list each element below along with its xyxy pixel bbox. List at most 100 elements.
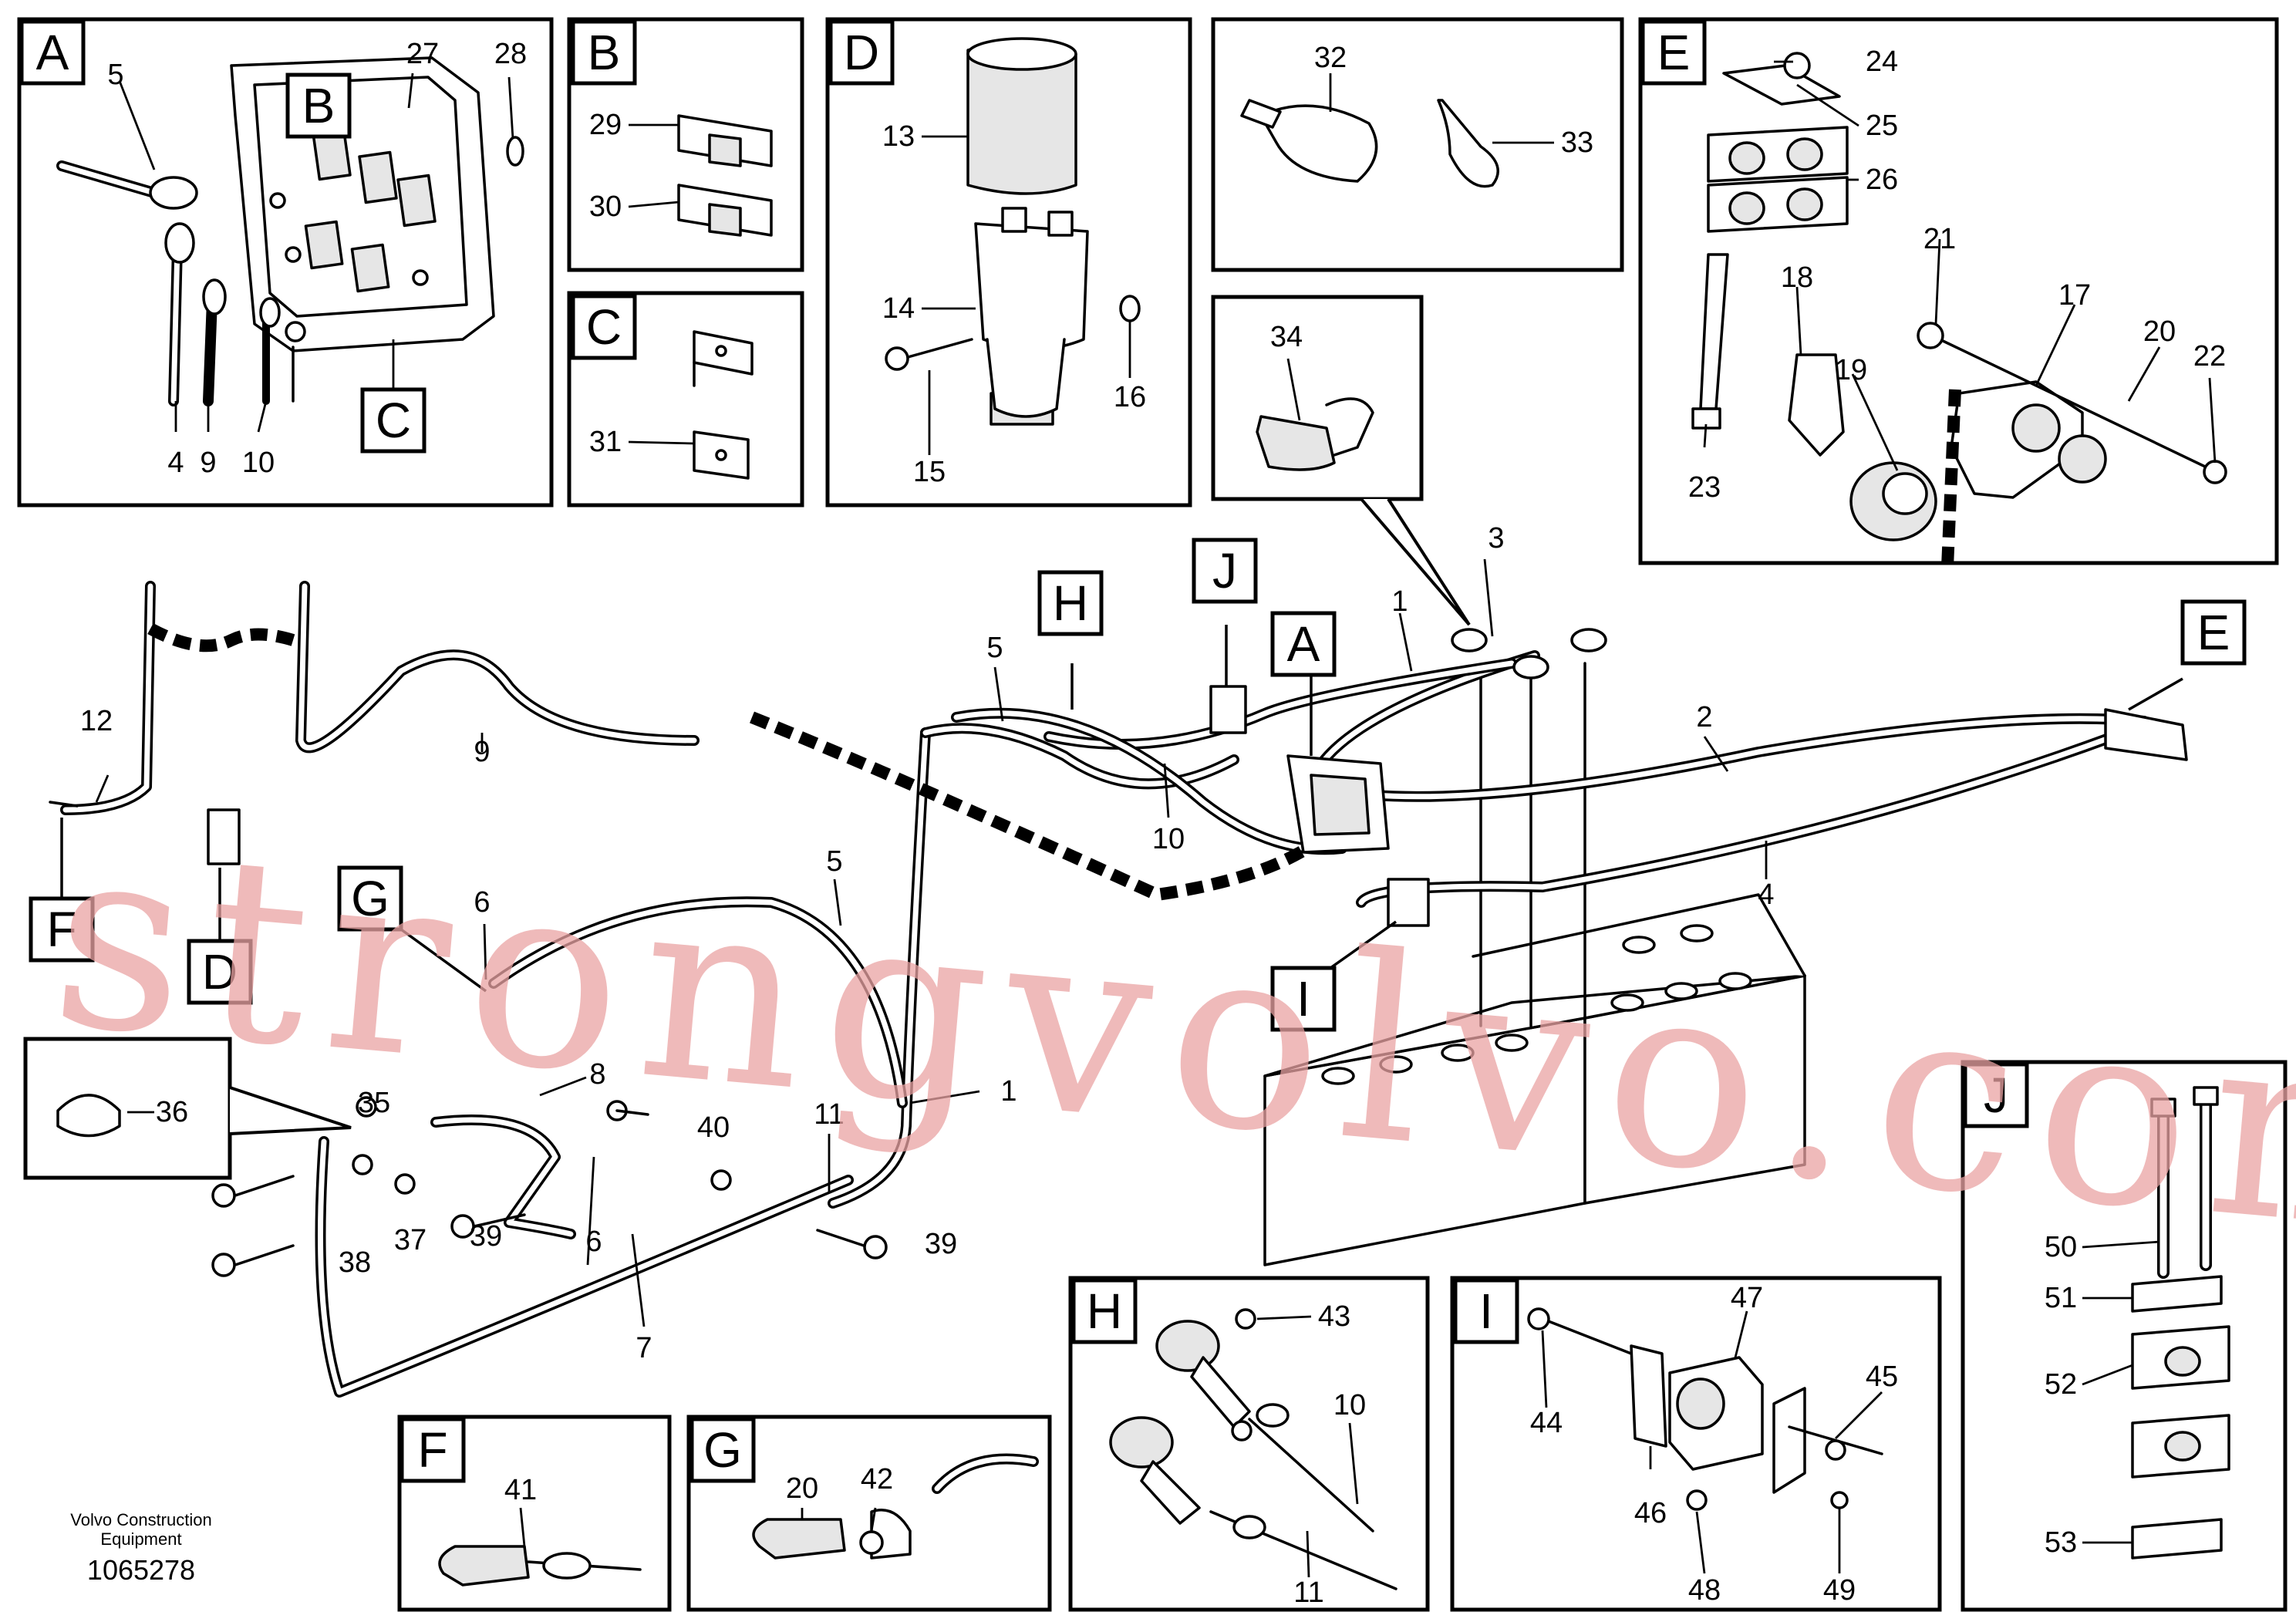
tag-d: D bbox=[844, 25, 879, 80]
tag-h-ref: H bbox=[1053, 575, 1088, 631]
part-label-39-a: 39 bbox=[470, 1220, 502, 1253]
panel-c-brackets bbox=[693, 330, 754, 480]
panel-d-solenoid bbox=[885, 37, 1141, 426]
document-number: 1065278 bbox=[87, 1554, 195, 1586]
hidden-cable-section bbox=[750, 711, 1323, 902]
tag-g-ref: G bbox=[351, 871, 389, 926]
tag-c: C bbox=[586, 299, 622, 355]
part-label-40: 40 bbox=[697, 1111, 730, 1144]
part-label-6-low: 6 bbox=[585, 1226, 602, 1258]
part-label-35: 35 bbox=[358, 1087, 390, 1119]
part-label-4-a: 4 bbox=[167, 447, 184, 479]
panel-j-frame bbox=[1961, 1060, 2288, 1612]
tag-a-ref: A bbox=[1287, 616, 1320, 672]
arrow-i bbox=[1329, 920, 1397, 969]
part-label-8: 8 bbox=[589, 1058, 605, 1091]
part-label-20: 20 bbox=[2143, 315, 2176, 348]
part-label-33: 33 bbox=[1561, 126, 1593, 159]
part-label-16: 16 bbox=[1114, 381, 1146, 413]
part-label-17: 17 bbox=[2058, 279, 2091, 312]
tag-i: I bbox=[1479, 1283, 1493, 1339]
part-label-18: 18 bbox=[1781, 261, 1813, 294]
panel-e-frame bbox=[1638, 17, 2279, 565]
panel-36-cap bbox=[56, 1094, 121, 1138]
tag-e-ref: E bbox=[2197, 605, 2230, 660]
battery-terminal-caps bbox=[1321, 924, 1752, 1085]
part-label-47: 47 bbox=[1731, 1282, 1763, 1314]
part-label-52: 52 bbox=[2045, 1368, 2077, 1401]
tag-j-ref: J bbox=[1212, 543, 1237, 599]
company-line-2: Equipment bbox=[100, 1529, 181, 1549]
part-label-39-b: 39 bbox=[925, 1228, 957, 1260]
part-label-14: 14 bbox=[882, 292, 915, 325]
part-label-10-h: 10 bbox=[1333, 1389, 1366, 1421]
tag-c-ref: C bbox=[376, 393, 411, 448]
company-line-1: Volvo Construction bbox=[70, 1510, 211, 1529]
part-label-20-g: 20 bbox=[786, 1472, 818, 1505]
part-label-5-main: 5 bbox=[986, 632, 1003, 664]
part-label-48: 48 bbox=[1688, 1574, 1721, 1607]
part-label-41: 41 bbox=[504, 1474, 537, 1506]
tag-e: E bbox=[1657, 25, 1691, 80]
part-label-13: 13 bbox=[882, 120, 915, 153]
part-label-38: 38 bbox=[339, 1246, 371, 1279]
panel-i-clamp bbox=[1527, 1307, 1883, 1511]
part-label-1-mid: 1 bbox=[1000, 1075, 1017, 1108]
part-label-26: 26 bbox=[1866, 164, 1898, 196]
part-label-45: 45 bbox=[1866, 1361, 1898, 1393]
part-label-9-a: 9 bbox=[200, 447, 216, 479]
part-label-3: 3 bbox=[1488, 522, 1504, 555]
part-label-24: 24 bbox=[1866, 46, 1898, 78]
tag-i-ref: I bbox=[1296, 971, 1310, 1027]
watermark: strongvolvo.com bbox=[43, 787, 2296, 1293]
part-label-5-mid: 5 bbox=[826, 845, 842, 878]
part-label-43: 43 bbox=[1318, 1300, 1350, 1333]
part-label-37: 37 bbox=[394, 1224, 426, 1256]
solenoid-small bbox=[207, 808, 241, 865]
part-label-27: 27 bbox=[406, 38, 439, 70]
part-label-21: 21 bbox=[1923, 223, 1956, 255]
part-number-labels: 5 27 28 4 9 10 29 30 31 13 14 15 16 32 3… bbox=[80, 38, 2226, 1609]
part-label-9-main: 9 bbox=[474, 736, 490, 768]
hidden-cable-upper bbox=[147, 622, 295, 653]
main-battery-assembly bbox=[49, 581, 2188, 1398]
clamp-j bbox=[1209, 685, 1247, 734]
panel-g-terminal bbox=[752, 1453, 1039, 1560]
part-label-1-top: 1 bbox=[1391, 585, 1408, 618]
part-label-10-main: 10 bbox=[1152, 823, 1185, 855]
fasteners-lower-left bbox=[211, 1096, 888, 1277]
part-label-29: 29 bbox=[589, 109, 622, 141]
part-label-22: 22 bbox=[2193, 340, 2226, 373]
part-label-2: 2 bbox=[1696, 701, 1712, 733]
part-label-51: 51 bbox=[2045, 1282, 2077, 1314]
callout-pointer-36 bbox=[229, 1086, 352, 1135]
panel-b-clips bbox=[677, 114, 773, 237]
callout-pointer-34 bbox=[1360, 497, 1471, 626]
part-label-10-a: 10 bbox=[242, 447, 275, 479]
tag-h: H bbox=[1087, 1283, 1122, 1339]
panel-f-terminal-boot bbox=[438, 1545, 642, 1587]
part-label-49: 49 bbox=[1823, 1574, 1856, 1607]
part-label-15: 15 bbox=[913, 456, 946, 488]
clamp-i bbox=[1387, 878, 1430, 927]
arrow-e bbox=[2128, 677, 2183, 711]
part-label-28: 28 bbox=[494, 38, 527, 70]
tag-a: A bbox=[36, 25, 69, 80]
part-label-34: 34 bbox=[1270, 321, 1303, 353]
part-label-4-main: 4 bbox=[1758, 878, 1774, 911]
panel-e-clamp-assembly bbox=[1691, 52, 2227, 568]
detail-panel-frames bbox=[17, 17, 2288, 1612]
part-label-19: 19 bbox=[1835, 354, 1867, 386]
tag-b: B bbox=[588, 25, 621, 80]
panel-j-clamp-stack bbox=[2131, 1086, 2230, 1560]
panel-h-ring-terminals bbox=[1109, 1308, 1397, 1590]
part-label-53: 53 bbox=[2045, 1526, 2077, 1559]
part-label-5-a: 5 bbox=[107, 59, 123, 91]
tag-d-ref: D bbox=[202, 944, 238, 1000]
part-label-11-main: 11 bbox=[814, 1098, 844, 1131]
part-label-36: 36 bbox=[156, 1096, 188, 1128]
part-label-46: 46 bbox=[1634, 1497, 1667, 1529]
part-label-50: 50 bbox=[2045, 1231, 2077, 1263]
tag-f-ref: F bbox=[46, 902, 76, 957]
